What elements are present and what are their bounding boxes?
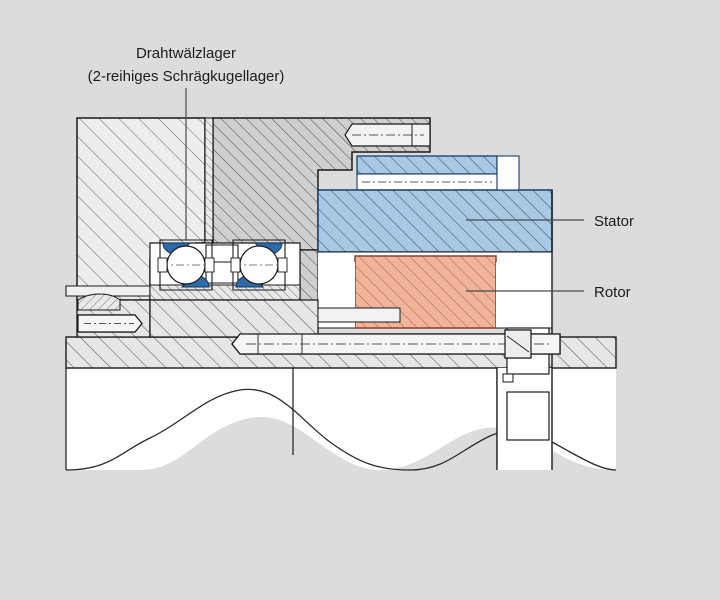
stator-group <box>317 155 553 253</box>
stator-end-block <box>496 155 520 191</box>
flange-notch-lower <box>506 391 550 441</box>
bearing-left-tab-left <box>157 257 168 273</box>
leader-lines-group <box>185 88 584 292</box>
center-bolt-overlay-group <box>231 329 561 359</box>
bearing-left <box>157 239 215 291</box>
rotor-label: Rotor <box>594 284 631 301</box>
center-bolt-head-mark-overlay <box>506 335 530 353</box>
housing-seam-strip <box>204 117 214 244</box>
bearing-label-line2: (2-reihiges Schrägkugellager) <box>88 68 285 85</box>
bearing-left-tab-right <box>204 257 215 273</box>
broken-section-white <box>66 368 616 470</box>
top-screw-group <box>344 123 431 147</box>
bearing-assembly-group <box>149 239 301 338</box>
stator-main-body <box>317 189 553 253</box>
bearing-right-cage <box>232 239 286 291</box>
shaft-core <box>149 299 319 338</box>
right-base-screw <box>317 307 401 323</box>
shaft-core-group <box>77 299 319 338</box>
stator-label: Stator <box>594 213 634 230</box>
right-base-screw-group <box>317 307 401 323</box>
left-screw-boss <box>77 293 121 311</box>
stator-upper-band <box>356 155 498 175</box>
flange-small-notch <box>502 373 514 383</box>
bearing-inner-ring-band <box>149 284 301 301</box>
bearing-left-cage <box>159 239 213 291</box>
bearing-right <box>230 239 288 291</box>
bearing-right-tab-left <box>230 257 241 273</box>
bearing-right-tab-right <box>277 257 288 273</box>
bearing-label-line1: Drahtwälzlager <box>136 45 236 62</box>
rotor-right-clearance <box>496 262 552 328</box>
